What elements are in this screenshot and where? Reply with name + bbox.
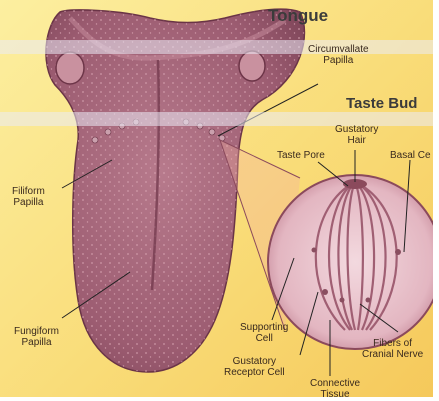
label-circumvallate: Circumvallate Papilla <box>308 44 369 66</box>
label-gustatory-hair-line1: Gustatory <box>335 124 378 135</box>
label-circumvallate-line1: Circumvallate <box>308 44 369 55</box>
label-gustatory-receptor-line2: Receptor Cell <box>224 367 285 378</box>
label-fungiform-line2: Papilla <box>14 337 59 348</box>
label-fibers-line2: Cranial Nerve <box>362 349 423 360</box>
label-circumvallate-line2: Papilla <box>308 55 369 66</box>
label-fungiform: Fungiform Papilla <box>14 326 59 348</box>
right-edge <box>433 0 439 401</box>
label-filiform-line2: Papilla <box>12 197 45 208</box>
label-filiform-line1: Filiform <box>12 186 45 197</box>
label-supporting-cell-line1: Supporting <box>240 322 288 333</box>
overlay-band-upper <box>0 40 439 54</box>
label-supporting-cell: Supporting Cell <box>240 322 288 344</box>
label-basal-cell: Basal Ce <box>390 150 431 161</box>
diagram-subtitle: Taste Bud <box>346 95 417 112</box>
label-gustatory-receptor: Gustatory Receptor Cell <box>224 356 285 378</box>
label-fungiform-line1: Fungiform <box>14 326 59 337</box>
left-tonsil <box>56 52 84 84</box>
label-connective-line1: Connective <box>310 378 360 389</box>
label-fibers: Fibers of Cranial Nerve <box>362 338 423 360</box>
label-fibers-line1: Fibers of <box>362 338 423 349</box>
label-filiform: Filiform Papilla <box>12 186 45 208</box>
label-gustatory-hair: Gustatory Hair <box>335 124 378 146</box>
right-tonsil <box>239 51 265 81</box>
bottom-edge <box>0 397 439 401</box>
diagram-title: Tongue <box>268 6 328 26</box>
label-gustatory-hair-line2: Hair <box>335 135 378 146</box>
label-gustatory-receptor-line1: Gustatory <box>224 356 285 367</box>
label-taste-pore: Taste Pore <box>277 150 325 161</box>
label-supporting-cell-line2: Cell <box>240 333 288 344</box>
